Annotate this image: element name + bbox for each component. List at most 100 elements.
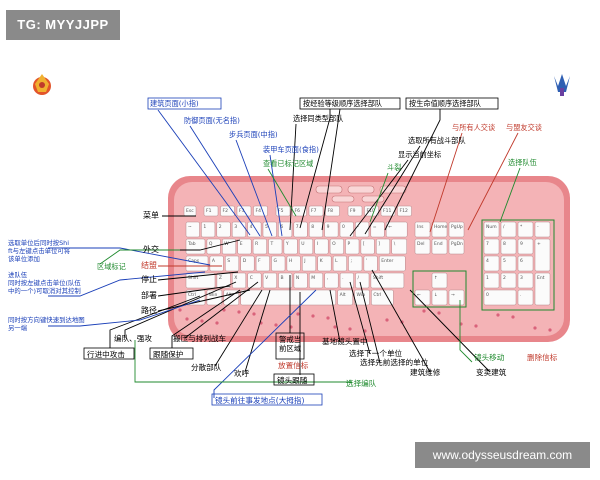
key-]: ] xyxy=(376,238,391,255)
key-legend: - xyxy=(357,225,359,230)
key-legend: R xyxy=(255,241,258,247)
key-legend: 9 xyxy=(520,241,523,247)
key-legend: Shift xyxy=(188,275,198,281)
leader-line xyxy=(157,285,231,297)
key-legend: W xyxy=(224,241,229,247)
flower-decoration xyxy=(326,316,330,320)
key-legend: 4 xyxy=(486,258,489,264)
label-sell-building: 变卖建筑 xyxy=(476,367,507,377)
key-legend: Alt xyxy=(340,292,346,298)
key-H: H xyxy=(286,255,301,272)
leader-line xyxy=(109,295,201,348)
key-f8: F8 xyxy=(325,205,340,217)
key-numpad-12: 2 xyxy=(500,272,517,289)
leader-line xyxy=(371,269,431,373)
key-K: K xyxy=(317,255,332,272)
key-legend: N xyxy=(296,275,299,281)
leader-line xyxy=(189,125,261,237)
key-legend: 0 xyxy=(342,224,345,230)
key-f11: F11 xyxy=(380,205,396,217)
key-legend: / xyxy=(503,224,505,230)
key-O: O xyxy=(329,238,344,255)
key-f5: F5 xyxy=(275,205,291,217)
leader-line xyxy=(321,108,341,231)
key-numpad-14: Ent xyxy=(534,272,551,306)
key-legend: O xyxy=(332,241,336,247)
key-legend: Shift xyxy=(373,275,383,281)
label-armored-page: 装甲车页面(食指) xyxy=(263,145,319,154)
key-legend: Ctrl xyxy=(373,292,381,298)
key-arrow-up: ↑ xyxy=(431,272,448,289)
label-box xyxy=(211,393,323,406)
label-box xyxy=(275,332,305,360)
label-group-formation: 编队、强攻 xyxy=(114,333,152,343)
key-legend: F8 xyxy=(328,208,334,214)
key-arrow-down: ↓ xyxy=(431,289,448,306)
key-V: V xyxy=(262,272,277,289)
key-R: R xyxy=(252,238,267,255)
media-button xyxy=(361,195,385,203)
key-legend: 7 xyxy=(486,241,489,247)
key-S: S xyxy=(225,255,240,272)
key-legend: Esc xyxy=(186,208,194,214)
label-box xyxy=(149,347,194,360)
label-team-shift: 同时按左键点击单位(队伍中的一个)可取消对其控制 xyxy=(8,278,81,295)
leader-line xyxy=(299,109,331,229)
key-legend: F6 xyxy=(295,208,301,214)
key-U: U xyxy=(299,238,314,255)
leader-line xyxy=(157,109,251,236)
key-legend: 1 xyxy=(486,275,489,281)
key-legend: 5 xyxy=(503,258,506,264)
key-legend: Ctrl xyxy=(188,292,196,298)
key-legend: , xyxy=(327,276,328,281)
leader-line xyxy=(244,289,271,373)
leader-line xyxy=(429,132,463,233)
key-G: G xyxy=(271,255,286,272)
key-legend: 6 xyxy=(280,224,283,230)
key-legend: → xyxy=(451,293,455,298)
key-legend: Tab xyxy=(187,241,196,247)
key-legend: Home xyxy=(434,224,448,230)
flower-decoration xyxy=(496,313,500,317)
label-box xyxy=(83,347,135,360)
key-A: A xyxy=(209,255,224,272)
key-legend: F11 xyxy=(383,208,391,214)
label-camera-move: 镜头移动 xyxy=(474,352,505,362)
leader-line xyxy=(157,271,239,281)
key-legend: X xyxy=(234,275,237,281)
flower-decoration xyxy=(348,327,352,331)
key-I: I xyxy=(314,238,329,255)
key-legend: F5 xyxy=(278,208,284,214)
key-legend: L xyxy=(335,258,338,264)
key-legend: Num xyxy=(486,224,497,230)
key-0: 0 xyxy=(339,221,354,238)
label-select-all-combat: 选取所有战斗部队 xyxy=(408,136,466,145)
key-legend: Win xyxy=(209,292,218,298)
label-defense-page: 防御页面(无名指) xyxy=(184,116,240,125)
label-scatter-units: 分散部队 xyxy=(191,362,222,372)
key-legend: I xyxy=(317,241,318,247)
flower-decoration xyxy=(533,326,537,330)
key-legend: F9 xyxy=(350,208,356,214)
key-←: ← xyxy=(385,221,408,238)
leader-line xyxy=(48,247,211,266)
leader-line xyxy=(235,139,273,237)
label-select-team: 选择队伍 xyxy=(508,158,537,167)
key-legend: ↑ xyxy=(434,275,438,281)
key-N: N xyxy=(293,272,308,289)
key-legend: Z xyxy=(219,275,222,281)
key-legend: 5 xyxy=(265,224,268,230)
key-D: D xyxy=(240,255,255,272)
flower-decoration xyxy=(333,325,337,329)
label-to-all: 与所有人交谈 xyxy=(452,123,495,132)
leader-line xyxy=(364,145,421,235)
key-legend: * xyxy=(520,224,523,230)
label-follow-protect: 跟随保护 xyxy=(153,349,184,359)
key-Win: Win xyxy=(354,289,370,306)
key-f7: F7 xyxy=(308,205,324,217)
label-build-page: 建筑页面(小指) xyxy=(150,99,199,108)
key-numpad-2: * xyxy=(517,221,534,238)
key-legend: ' xyxy=(366,258,367,264)
key-legend: PgUp xyxy=(451,224,463,230)
